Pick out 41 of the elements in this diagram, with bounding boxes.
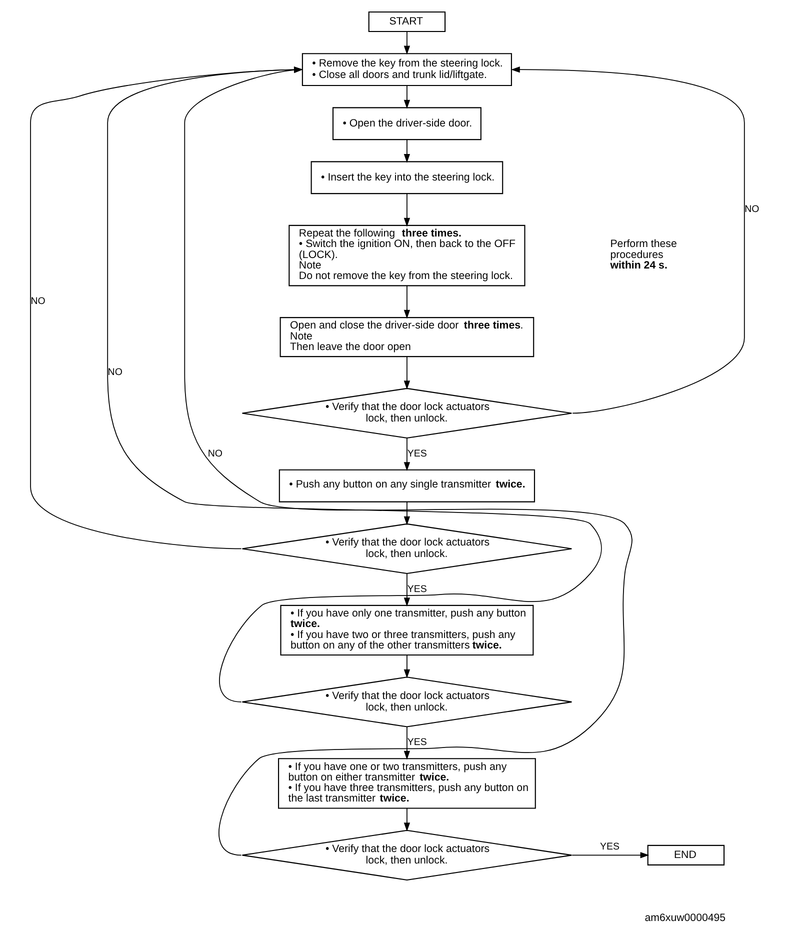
arrow [403, 654, 410, 678]
arrow [571, 852, 649, 858]
node-box: • If you have only one transmitter, push any button twice. • If you have two or three transmitters, push any button on any of the other transmitters twice. [280, 604, 534, 656]
edge-label: YES [406, 737, 426, 748]
node-box: Repeat the following three times. • Switch the ignition ON, then back to the OFF (LOCK). Note Do not remove the key from the steering lock. [288, 224, 525, 286]
node-diamond: • Verify that the door lock actuators lock, then unlock. [241, 830, 572, 880]
arrow [106, 66, 602, 702]
arrow [403, 573, 410, 606]
node-box: • Open the driver-side door. [332, 107, 481, 140]
node-diamond: • Verify that the door lock actuators lock, then unlock. [241, 523, 572, 574]
node-box: START [368, 11, 446, 32]
node-box: • Remove the key from the steering lock. • Close all doors and trunk lid/liftgate. [301, 53, 512, 86]
arrow [403, 438, 410, 471]
arrow [403, 808, 410, 832]
arrow [184, 66, 632, 856]
arrow [403, 193, 410, 227]
edge-label: YES [406, 584, 426, 595]
node-box: Open and close the driver-side door three times. Note Then leave the door open [279, 317, 534, 358]
label: am6xuw0000495 [644, 912, 726, 924]
arrow [403, 31, 410, 55]
arrow [403, 85, 410, 109]
edge-label: NO [30, 296, 45, 308]
node-box: • If you have one or two transmitters, push any button on either transmitter twice. • If you have three transmitters, push any button on the last transmitter twice. [278, 758, 536, 809]
node-box: • Push any button on any single transmitter twice. [278, 469, 535, 502]
edge-label: YES [406, 448, 426, 460]
arrow [403, 285, 410, 319]
edge-label: NO [744, 204, 759, 215]
arrow [403, 726, 410, 760]
label: Perform these procedures within 24 s. [610, 238, 676, 272]
edge-label: NO [207, 448, 222, 460]
arrow [403, 501, 410, 526]
node-diamond: • Verify that the door lock actuators lock, then unlock. [241, 676, 572, 728]
edge-label: YES [600, 842, 620, 853]
node-box: END [646, 844, 724, 866]
node-box: • Insert the key into the steering lock. [310, 161, 503, 194]
arrow [403, 356, 410, 390]
arrow [30, 66, 302, 550]
node-diamond: • Verify that the door lock actuators lock, then unlock. [241, 388, 572, 439]
arrow [403, 139, 410, 163]
arrow [510, 66, 744, 414]
edge-label: NO [107, 366, 122, 378]
